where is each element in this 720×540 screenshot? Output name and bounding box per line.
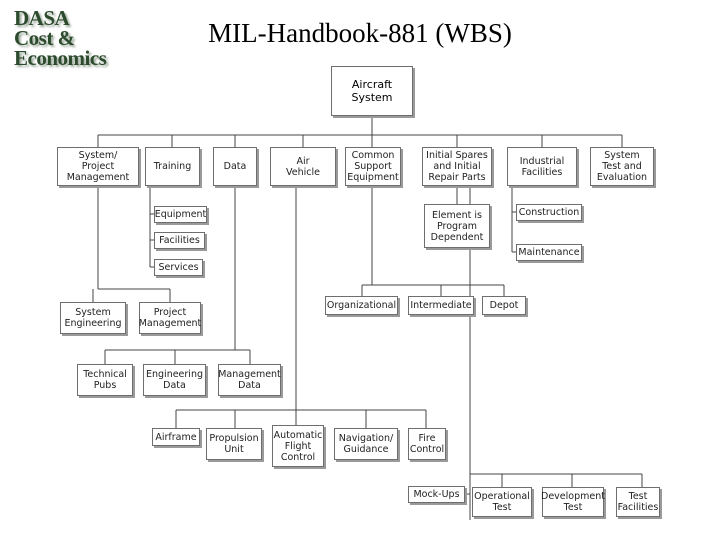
page-title: MIL-Handbook-881 (WBS) xyxy=(208,18,512,48)
node-management-data: Management Data xyxy=(218,364,281,396)
node-engineering-data: Engineering Data xyxy=(143,364,206,396)
node-facilities: Facilities xyxy=(154,232,205,249)
node-element-program-dependent: Element is Program Dependent xyxy=(424,204,490,248)
node-depot: Depot xyxy=(482,296,526,315)
node-data: Data xyxy=(213,147,257,186)
node-fire-control: Fire Control xyxy=(408,428,446,460)
node-organizational: Organizational xyxy=(325,296,398,315)
node-test-facilities: Test Facilities xyxy=(616,487,660,517)
node-airframe: Airframe xyxy=(152,428,200,446)
node-system-engineering: System Engineering xyxy=(60,302,126,334)
node-development-test: Development Test xyxy=(541,487,605,517)
node-common-support-equipment: Common Support Equipment xyxy=(345,147,401,186)
logo-line-1: DASA xyxy=(14,6,70,30)
node-propulsion-unit: Propulsion Unit xyxy=(206,428,262,460)
node-system-test-evaluation: System Test and Evaluation xyxy=(590,147,654,186)
node-construction: Construction xyxy=(516,204,582,221)
node-aircraft-system: Aircraft System xyxy=(331,66,413,116)
logo-line-3: Economics xyxy=(14,46,107,70)
node-initial-spares: Initial Spares and Initial Repair Parts xyxy=(422,147,492,186)
dasa-logo: DASA Cost & Economics xyxy=(14,8,124,74)
logo-line-2: Cost & xyxy=(14,26,75,50)
node-air-vehicle: Air Vehicle xyxy=(270,147,336,186)
node-maintenance: Maintenance xyxy=(516,244,582,261)
node-operational-test: Operational Test xyxy=(472,487,532,517)
node-automatic-flight-control: Automatic Flight Control xyxy=(272,425,324,467)
node-system-project-management: System/ Project Management xyxy=(57,147,139,186)
node-intermediate: Intermediate xyxy=(408,296,474,315)
node-industrial-facilities: Industrial Facilities xyxy=(507,147,577,186)
node-mock-ups: Mock-Ups xyxy=(408,486,465,503)
node-services: Services xyxy=(154,259,203,276)
node-training: Training xyxy=(145,147,200,186)
node-technical-pubs: Technical Pubs xyxy=(77,364,133,396)
node-project-management: Project Management xyxy=(139,302,201,334)
node-navigation-guidance: Navigation/ Guidance xyxy=(334,428,398,460)
node-equipment: Equipment xyxy=(154,206,207,223)
